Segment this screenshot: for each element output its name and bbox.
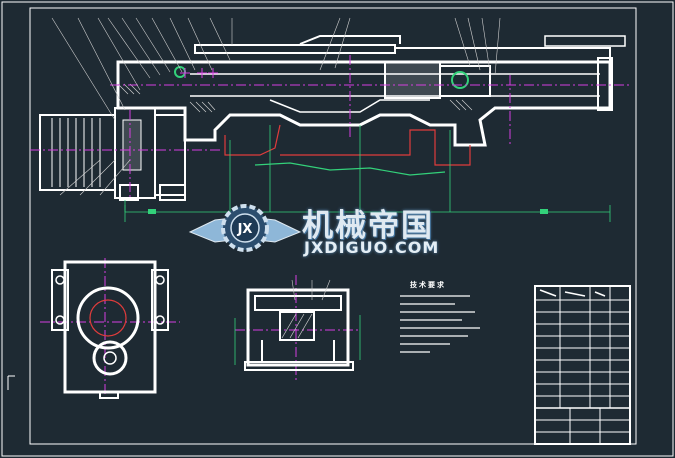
motor-housing [39, 114, 116, 191]
sheet-inner-border [29, 7, 637, 445]
bore-shoulder [269, 99, 430, 113]
tech-requirements-title: 技术要求 [410, 281, 446, 289]
lower-eye-outer [92, 340, 128, 376]
part-leaders [51, 17, 501, 196]
section-leaders [291, 279, 331, 301]
motor-fins [51, 118, 101, 187]
top-boss [299, 35, 401, 45]
side-housing [63, 260, 157, 394]
gland-nut [439, 65, 491, 97]
piston-rod [384, 61, 441, 99]
base-foot-right [159, 184, 186, 201]
section-view [244, 279, 354, 371]
lower-eye-inner [103, 351, 117, 365]
bore-circle-inner [89, 299, 127, 337]
right-clamp [544, 35, 626, 47]
hidden-line-housing [224, 124, 471, 166]
main-tube-outline [116, 60, 612, 147]
green-profile [254, 162, 446, 176]
section-top-plate [254, 295, 342, 311]
rear-rail [395, 47, 611, 62]
section-frame [246, 288, 350, 367]
main-view [39, 35, 626, 201]
watermark-logo: JX [188, 204, 302, 252]
inner-bore [190, 73, 600, 97]
section-hatch [281, 313, 313, 339]
logo-mark: JX [237, 222, 253, 237]
section-block [279, 311, 315, 341]
plus-markers [180, 68, 218, 78]
bolt-hole-4 [155, 315, 165, 325]
end-cap [597, 57, 613, 111]
coupling-block [122, 119, 142, 171]
dimension-lines [124, 125, 611, 365]
gearbox-block [154, 114, 186, 196]
tech-notes-lines [400, 295, 480, 353]
bolt-hole-2 [55, 315, 65, 325]
base-foot-left [119, 184, 139, 201]
side-right-bolts [151, 269, 169, 331]
side-base [99, 392, 119, 399]
bolt-hole-1 [55, 275, 65, 285]
side-left-bolts [51, 269, 69, 331]
bore-circle-outer [76, 286, 140, 350]
bolt-hole-3 [155, 275, 165, 285]
view-corner-marker [7, 375, 15, 390]
center-lines [30, 55, 630, 400]
section-base [244, 361, 354, 371]
title-block [534, 285, 631, 445]
watermark-english-name: JXDIGUO.COM [304, 238, 440, 257]
watermark-chinese-name: 机械帝国 [302, 208, 434, 244]
seal-ring-1 [451, 71, 469, 89]
section-hatching [117, 83, 473, 113]
section-legs [261, 340, 335, 362]
side-view [51, 260, 169, 399]
